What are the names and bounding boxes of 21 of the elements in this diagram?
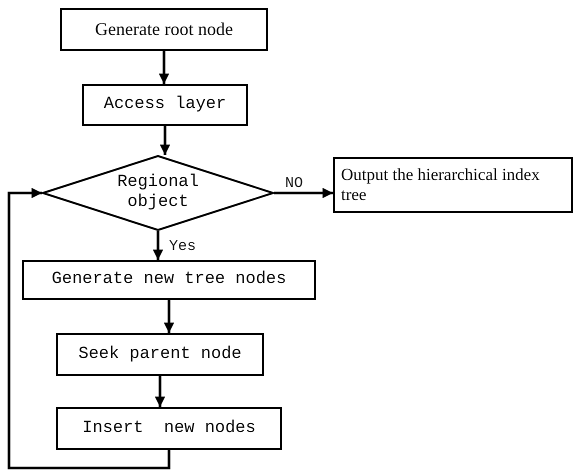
arrow xyxy=(164,300,174,333)
arrow xyxy=(154,376,166,407)
node-label: Generate root node xyxy=(95,19,233,40)
process-box xyxy=(82,84,248,126)
arrow xyxy=(160,126,170,155)
arrow xyxy=(152,231,164,260)
node-label: Seek parent node xyxy=(78,344,242,364)
node-label: Insert new nodes xyxy=(82,418,256,438)
process-box xyxy=(56,333,264,376)
process-box xyxy=(60,8,268,51)
node-label: Generate new tree nodes xyxy=(52,270,286,290)
decision-diamond xyxy=(42,155,274,231)
node-label: Access layer xyxy=(104,95,226,115)
arrow xyxy=(158,51,170,84)
process-box xyxy=(56,407,282,450)
arrow xyxy=(8,188,170,470)
process-box xyxy=(333,157,573,213)
process-box xyxy=(22,260,316,300)
arrow xyxy=(274,188,333,198)
node-label: Output the hierarchical index tree xyxy=(341,165,541,205)
node-label: Regional object xyxy=(116,173,200,213)
